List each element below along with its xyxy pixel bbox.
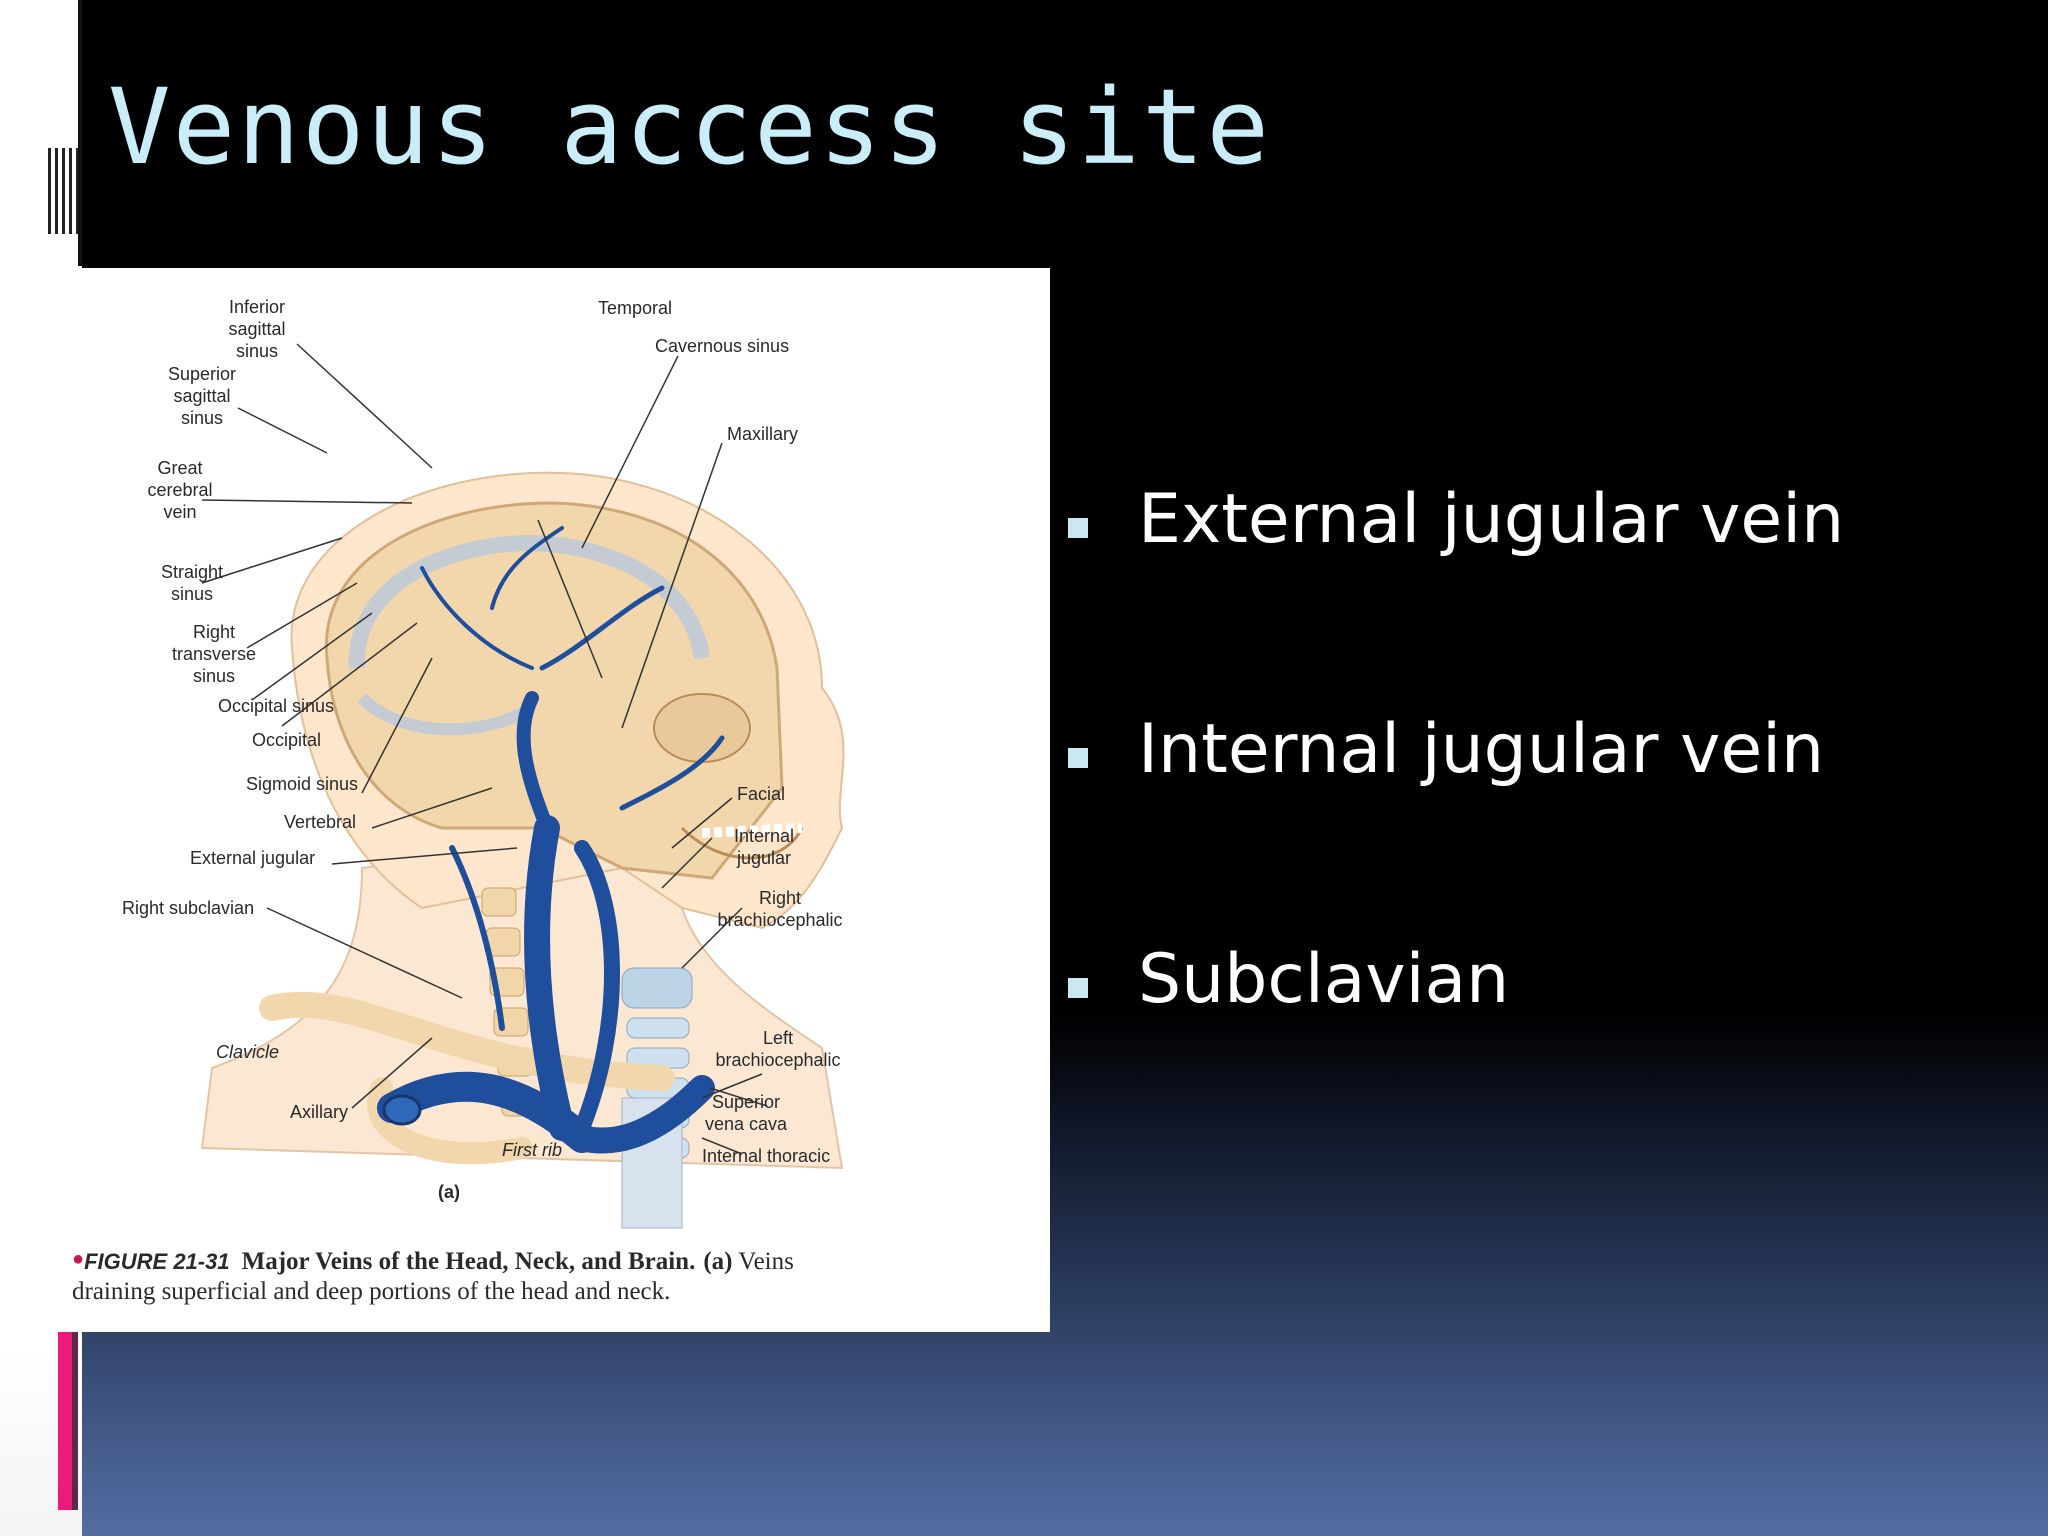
veins (377, 526, 725, 1154)
label-internal-jugular-2: jugular (736, 848, 791, 868)
label-facial: Facial (737, 784, 785, 804)
label-great-cerebral-vein-2: cerebral (147, 480, 212, 500)
bullet-square-icon (1068, 978, 1088, 998)
label-part-a: (a) (438, 1182, 460, 1202)
label-right-transverse-sinus-3: sinus (193, 666, 235, 686)
head-neck-veins-illustration: Inferior sagittal sinus Superior sagitta… (122, 297, 845, 1229)
label-axillary: Axillary (290, 1102, 348, 1122)
figure-labels: Inferior sagittal sinus Superior sagitta… (122, 297, 843, 1202)
label-left-brachiocephalic-1: Left (763, 1028, 793, 1048)
label-right-transverse-sinus-1: Right (193, 622, 235, 642)
label-right-subclavian: Right subclavian (122, 898, 254, 918)
slide-title: Venous access site (108, 66, 1272, 188)
bullet-square-icon (1068, 518, 1088, 538)
figure-caption: ●FIGURE 21-31 Major Veins of the Head, Ne… (72, 1244, 1032, 1307)
label-inferior-sagittal-sinus-2: sagittal (228, 319, 285, 339)
orbit (653, 693, 751, 763)
teeth (701, 823, 803, 838)
clavicle-bone (259, 991, 675, 1091)
label-superior-sagittal-sinus-2: sagittal (173, 386, 230, 406)
label-internal-jugular-1: Internal (734, 826, 794, 846)
leader-lines (201, 343, 768, 1155)
caption-bullet-dot: ● (72, 1248, 85, 1270)
label-internal-thoracic: Internal thoracic (702, 1146, 830, 1166)
accent-bar-shadow (72, 1332, 78, 1510)
label-cavernous-sinus: Cavernous sinus (655, 336, 789, 356)
label-superior-vena-cava-2: vena cava (705, 1114, 788, 1134)
vein-cross-section (382, 1094, 422, 1126)
label-external-jugular: External jugular (190, 848, 315, 868)
caption-text-1: Veins (738, 1248, 794, 1275)
bullet-square-icon (1068, 748, 1088, 768)
decorative-lines (48, 148, 82, 234)
label-occipital: Occipital (252, 730, 321, 750)
superior-sagittal-sinus-shape (348, 534, 710, 669)
caption-title: Major Veins of the Head, Neck, and Brain… (241, 1248, 696, 1275)
caption-figure-number: FIGURE 21-31 (84, 1249, 230, 1274)
label-inferior-sagittal-sinus-3: sinus (236, 341, 278, 361)
caption-part: (a) (703, 1248, 733, 1275)
label-superior-sagittal-sinus-1: Superior (168, 364, 236, 384)
caption-line-1: ●FIGURE 21-31 Major Veins of the Head, Ne… (72, 1244, 1032, 1277)
accent-bar (58, 1332, 72, 1510)
decorative-divider (78, 0, 82, 266)
label-great-cerebral-vein-3: vein (163, 502, 196, 522)
label-left-brachiocephalic-2: brachiocephalic (715, 1050, 840, 1070)
label-occipital-sinus: Occipital sinus (218, 696, 334, 716)
caption-text-2: draining superficial and deep portions o… (72, 1278, 671, 1305)
label-clavicle: Clavicle (216, 1042, 279, 1062)
anatomy-figure: Inferior sagittal sinus Superior sagitta… (62, 268, 1050, 1332)
label-vertebral: Vertebral (284, 812, 356, 832)
label-inferior-sagittal-sinus-1: Inferior (229, 297, 285, 317)
label-first-rib: First rib (502, 1140, 562, 1160)
bullet-text: External jugular vein (1138, 480, 1845, 559)
label-right-brachiocephalic-2: brachiocephalic (717, 910, 842, 930)
label-temporal: Temporal (598, 298, 672, 318)
label-maxillary: Maxillary (727, 424, 798, 444)
mandible (680, 826, 804, 860)
label-straight-sinus-1: Straight (161, 562, 223, 582)
bullet-text: Subclavian (1138, 940, 1510, 1019)
label-right-transverse-sinus-2: transverse (172, 644, 256, 664)
label-right-brachiocephalic-1: Right (759, 888, 801, 908)
straight-sinus-shape (357, 693, 536, 736)
label-superior-vena-cava-1: Superior (712, 1092, 780, 1112)
label-sigmoid-sinus: Sigmoid sinus (246, 774, 358, 794)
label-great-cerebral-vein-1: Great (157, 458, 202, 478)
label-superior-sagittal-sinus-3: sinus (181, 408, 223, 428)
label-straight-sinus-2: sinus (171, 584, 213, 604)
bullet-text: Internal jugular vein (1138, 710, 1825, 789)
